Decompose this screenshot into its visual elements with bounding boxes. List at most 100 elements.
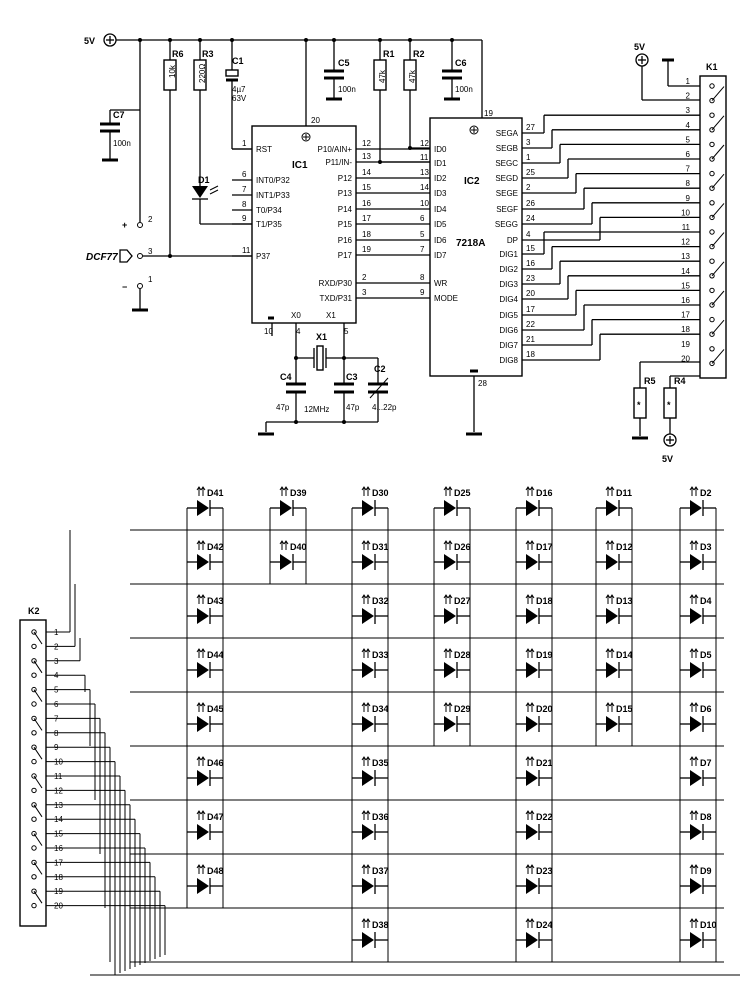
k2-pin-contact [31,686,37,693]
vcc-rail: 5V [84,33,482,47]
ic2-pin-number: 4 [526,230,531,239]
led-d25: D25 [434,486,471,516]
ic2-pin-label: DIG5 [499,311,518,320]
k2-pin-contact [31,658,37,664]
led-d36: D36 [352,810,389,840]
k2-pin-contact [31,888,37,894]
led-label: D9 [700,866,712,876]
k1-pin-number: 18 [681,325,690,334]
ic2-pin-label: SEGD [495,174,518,183]
led-d32: D32 [352,594,389,624]
k1-pin-contact [709,141,715,148]
ic1-pin-number: 19 [362,245,371,254]
ic2-pin-label: ID6 [434,236,447,245]
ic1-pin-label: P17 [338,251,353,260]
k1-pin-number: 10 [681,208,690,217]
led-d31: D31 [352,540,389,570]
led-d10: D10 [680,918,717,948]
ic2-pin-label: ID0 [434,145,447,154]
dcf77-connector: + 2 DCF77 3 − 1 [86,215,252,312]
led-d20: D20 [516,702,553,732]
ic1-pin-number: 11 [242,246,251,255]
k2-pin-contact [31,802,37,808]
led-d22: D22 [516,810,553,840]
c1-value1: 4µ7 [232,85,246,94]
dcf-pin3: 3 [148,247,153,256]
ic1-pin-number: 18 [362,230,371,239]
ic1-x1: X1 [326,311,336,320]
r6-name: R6 [172,49,184,59]
k1-pin-contact [709,273,715,279]
vcc-label: 5V [84,36,95,46]
led-d38: D38 [352,918,389,948]
ic1-pin-number: 3 [362,288,367,297]
k1-pin-contact [709,112,715,118]
led-d19: D19 [516,648,553,678]
resistor-r5: * R5 [632,361,700,440]
led-d41: D41 [187,486,224,516]
k1-pin-contact [709,214,715,221]
ic1-pin-number: 15 [362,183,371,192]
ic2-vcc-pin: 19 [484,109,493,118]
led-d40: D40 [270,540,307,570]
ic1-pin-label: P10/AIN+ [318,145,353,154]
capacitor-c6: C6 100n [442,40,483,118]
ic2-pin-number: 10 [420,199,429,208]
k1-name: K1 [706,62,718,72]
ic1-pin-number: 6 [242,170,247,179]
k1-pin-contact [709,185,715,191]
k1-pin-contact [709,97,715,104]
ic2-pin-label: DP [507,236,518,245]
ic2-pin-number: 2 [526,183,531,192]
ic1-to-ic2-wiring [356,146,430,299]
ic2-to-k1-wiring [522,114,700,361]
ic1-x0: X0 [291,311,301,320]
c5-value: 100n [338,85,356,94]
r4-vcc-label: 5V [662,454,673,464]
led-label: D34 [372,704,389,714]
led-label: D26 [454,542,471,552]
k2-pin-contact [31,845,37,851]
r3-name: R3 [202,49,214,59]
k2-pin-contact [31,830,37,837]
ic1-gnd-pin: 10 [264,327,273,336]
led-label: D23 [536,866,553,876]
k1-pin-number: 2 [686,92,691,101]
ic1-pin-number: 1 [242,139,247,148]
capacitor-c7: C7 100n [100,40,141,222]
ic1-pin-label: T1/P35 [256,220,282,229]
led-label: D13 [616,596,633,606]
led-label: D28 [454,650,471,660]
led-label: D29 [454,704,471,714]
led-label: D22 [536,812,553,822]
led-label: D7 [700,758,712,768]
led-d2: D2 [680,486,716,516]
ic1-pin-label: INT1/P33 [256,191,290,200]
ic2-pin-number: 21 [526,335,535,344]
led-label: D8 [700,812,712,822]
ic2-gnd-pin: 28 [478,379,487,388]
ic1-pin-label: TXD/P31 [320,294,353,303]
led-label: D36 [372,812,389,822]
k2-pin-contact [31,874,37,880]
x1-name: X1 [316,332,327,342]
ic2-pin-number: 5 [420,230,425,239]
ic2-pin-label: MODE [434,294,458,303]
led-label: D10 [700,920,717,930]
ic2-pin-number: 20 [526,289,535,298]
k1-pin-number: 19 [681,340,690,349]
k1-pin-contact [709,127,715,133]
led-label: D41 [207,488,224,498]
r2-value: 47k [408,69,417,83]
led-label: D38 [372,920,389,930]
resistor-r4: * R4 5V [662,375,700,464]
led-label: D33 [372,650,389,660]
ic2-pin-label: ID2 [434,174,447,183]
k2-pin-contact [31,629,37,635]
led-label: D47 [207,812,224,822]
ic1-pin-number: 17 [362,214,371,223]
k1-pin-number: 15 [681,281,690,290]
led-d6: D6 [680,702,716,732]
ic1-pin-number: 16 [362,199,371,208]
led-d30: D30 [352,486,389,516]
